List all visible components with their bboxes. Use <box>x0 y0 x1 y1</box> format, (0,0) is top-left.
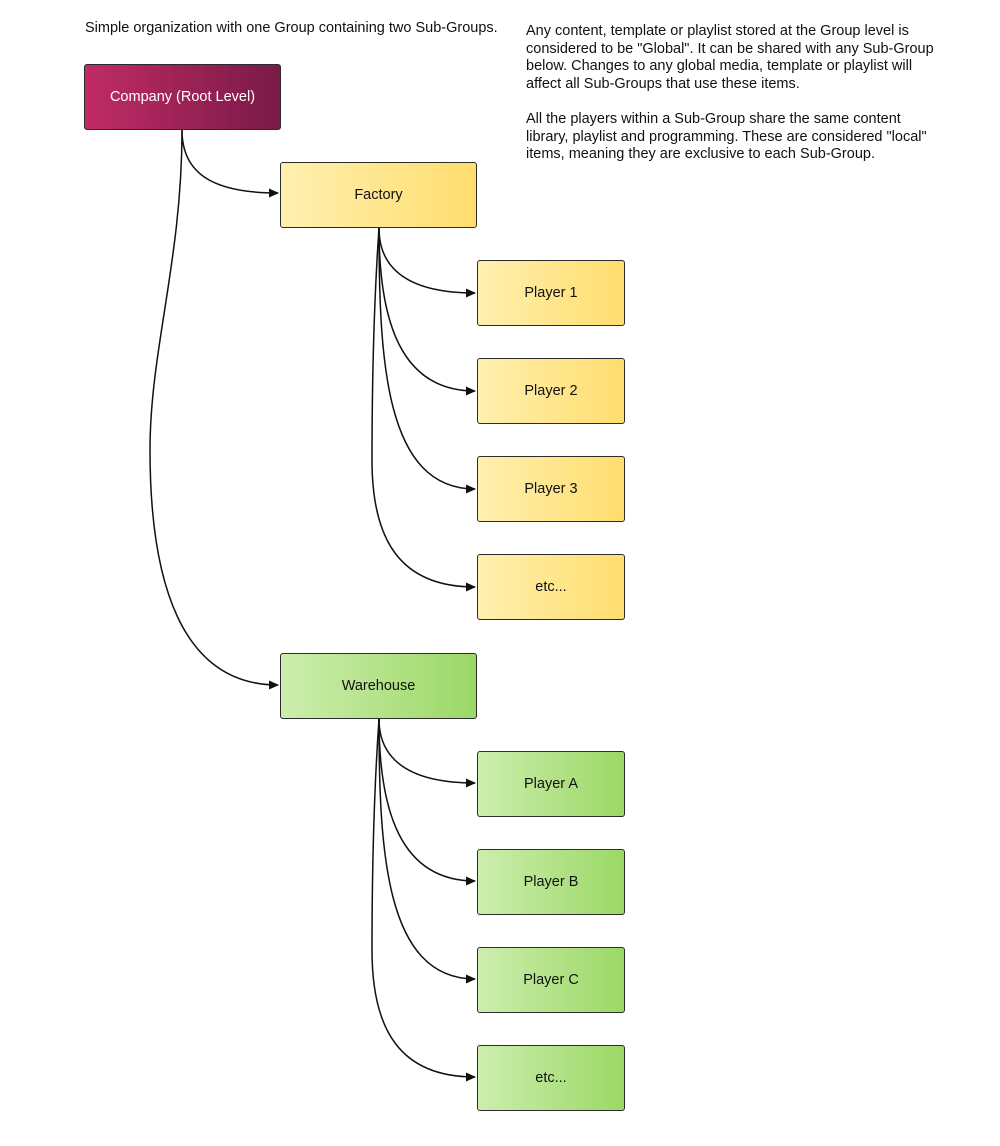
edge-factory-etc <box>371 227 476 592</box>
edge-warehouse-player-b <box>378 718 476 886</box>
node-player-c-label: Player C <box>523 972 579 988</box>
edge-warehouse-player-a <box>378 718 476 788</box>
node-company-root[interactable]: Company (Root Level) <box>84 64 281 130</box>
node-factory-etc-label: etc... <box>535 579 567 595</box>
node-player-b-label: Player B <box>523 874 579 890</box>
node-factory[interactable]: Factory <box>280 162 477 228</box>
edge-warehouse-etc <box>371 718 476 1082</box>
node-player-a-label: Player A <box>524 776 578 792</box>
node-player-1-label: Player 1 <box>524 285 578 301</box>
node-player-2-label: Player 2 <box>524 383 578 399</box>
node-player-c[interactable]: Player C <box>477 947 625 1013</box>
edge-factory-player-2 <box>378 227 476 396</box>
node-warehouse-etc-label: etc... <box>535 1070 567 1086</box>
edge-root-factory <box>181 129 279 198</box>
node-warehouse-label: Warehouse <box>341 678 416 694</box>
node-warehouse[interactable]: Warehouse <box>280 653 477 719</box>
node-factory-label: Factory <box>354 187 403 203</box>
global-note: Any content, template or playlist stored… <box>526 23 934 92</box>
node-player-2[interactable]: Player 2 <box>477 358 625 424</box>
node-player-b[interactable]: Player B <box>477 849 625 915</box>
node-player-3-label: Player 3 <box>524 481 578 497</box>
edge-factory-player-1 <box>378 227 476 298</box>
node-player-3[interactable]: Player 3 <box>477 456 625 522</box>
notes-panel: Any content, template or playlist stored… <box>526 23 936 181</box>
edge-factory-player-3 <box>378 227 476 494</box>
node-player-a[interactable]: Player A <box>477 751 625 817</box>
local-note: All the players within a Sub-Group share… <box>526 110 927 163</box>
node-factory-etc[interactable]: etc... <box>477 554 625 620</box>
node-warehouse-etc[interactable]: etc... <box>477 1045 625 1111</box>
diagram-caption: Simple organization with one Group conta… <box>85 20 498 36</box>
node-company-root-label: Company (Root Level) <box>109 89 256 105</box>
edge-root-warehouse <box>149 129 279 690</box>
edge-warehouse-player-c <box>378 718 476 984</box>
node-player-1[interactable]: Player 1 <box>477 260 625 326</box>
